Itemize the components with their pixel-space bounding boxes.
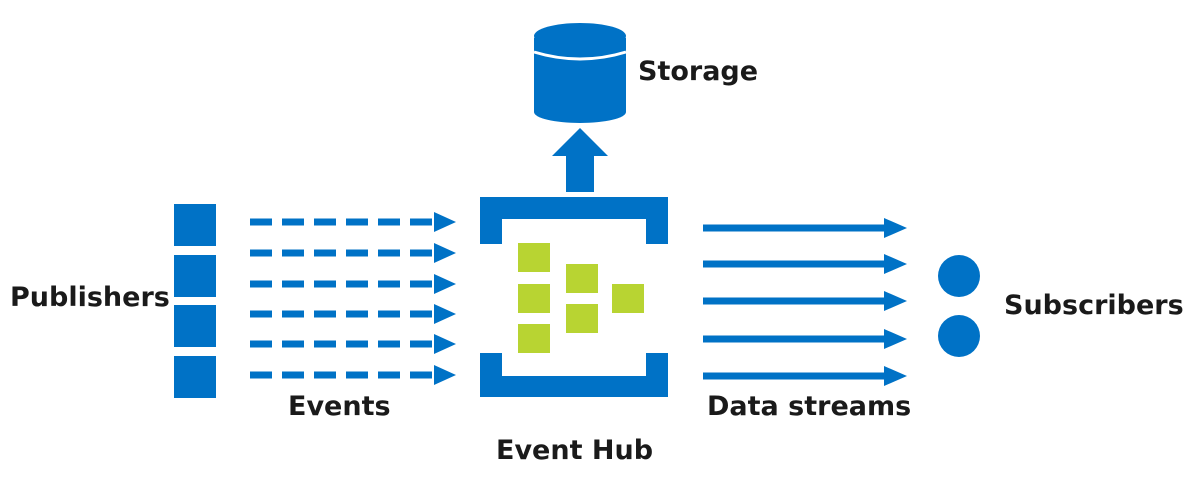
storage-icon [533, 23, 627, 123]
event-arrows [250, 212, 456, 385]
event-arrow [250, 304, 456, 324]
subscriber-icon [938, 255, 980, 297]
data-stream-arrow [703, 329, 907, 349]
publishers-label: Publishers [10, 282, 170, 313]
publisher-icon [174, 305, 216, 347]
up-arrow-icon [552, 128, 608, 192]
data-stream-arrow [703, 366, 907, 386]
subscriber-icon [938, 315, 980, 357]
events-label: Events [288, 391, 391, 422]
event-arrow [250, 243, 456, 263]
subscribers-group [938, 255, 980, 357]
event-hub-icon [480, 197, 668, 397]
event-arrow [250, 274, 456, 294]
event-hub-label: Event Hub [496, 435, 653, 466]
publisher-icon [174, 255, 216, 297]
data-stream-arrow [703, 291, 907, 311]
event-arrow [250, 334, 456, 354]
storage-label: Storage [638, 56, 758, 87]
data-stream-arrow [703, 218, 907, 238]
data-stream-arrow [703, 254, 907, 274]
data-streams-label: Data streams [707, 391, 911, 422]
publisher-icon [174, 204, 216, 246]
data-stream-arrows [703, 218, 907, 386]
event-arrow [250, 365, 456, 385]
publishers-group [174, 204, 216, 398]
subscribers-label: Subscribers [1004, 290, 1184, 321]
publisher-icon [174, 356, 216, 398]
event-arrow [250, 212, 456, 232]
